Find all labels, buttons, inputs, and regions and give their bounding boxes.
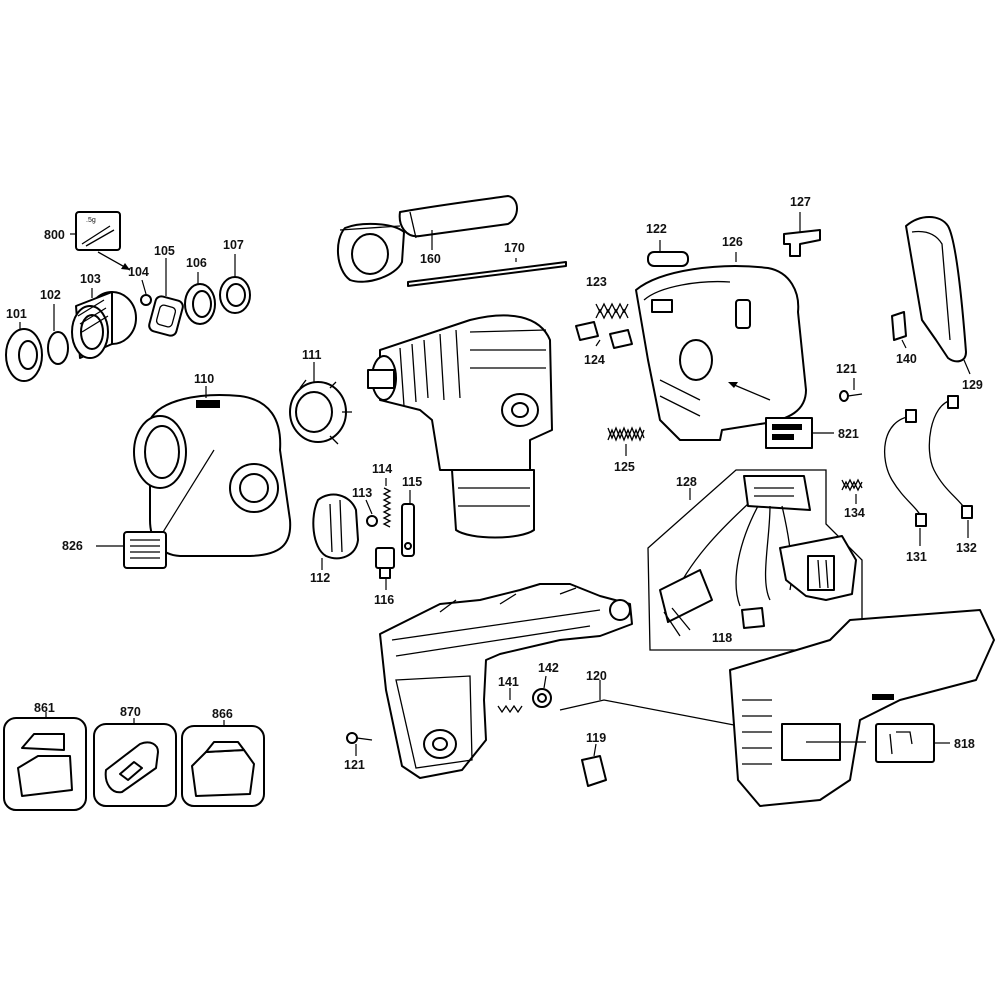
part-800-grease: .5g [70, 211, 131, 271]
label-106: 106 [186, 256, 207, 270]
label-141: 141 [498, 675, 519, 689]
label-101: 101 [6, 307, 27, 321]
label-122: 122 [646, 222, 667, 236]
part-126-housing [635, 252, 807, 441]
part-115-slider [401, 490, 415, 557]
part-101-cap [5, 322, 43, 382]
label-126: 126 [722, 235, 743, 249]
part-120-leaders [559, 680, 761, 731]
part-141-spring [497, 688, 523, 714]
label-127: 127 [790, 195, 811, 209]
label-103: 103 [80, 272, 101, 286]
label-118: 118 [712, 631, 732, 645]
part-160-side-handle [337, 195, 518, 283]
label-128: 128 [676, 475, 697, 489]
label-170: 170 [504, 241, 525, 255]
label-142: 142 [538, 661, 559, 675]
part-128-switch-assembly [647, 469, 863, 651]
part-170-depth-rod [407, 258, 567, 287]
part-129-handle-cover [905, 216, 971, 375]
label-800: 800 [44, 228, 65, 242]
label-129: 129 [962, 378, 983, 392]
label-818: 818 [954, 737, 975, 751]
label-113: 113 [352, 486, 372, 500]
part-102-ring [47, 304, 69, 365]
label-124: 124 [584, 353, 605, 367]
label-870: 870 [120, 705, 141, 719]
part-132-wire [928, 395, 973, 538]
label-861: 861 [34, 701, 55, 715]
label-102: 102 [40, 288, 61, 302]
label-826: 826 [62, 539, 83, 553]
label-132: 132 [956, 541, 977, 555]
part-142-bushing [532, 675, 552, 708]
label-115: 115 [402, 475, 422, 489]
part-111-collar [289, 362, 352, 445]
part-131-wire [883, 409, 927, 546]
label-111: 111 [302, 348, 322, 362]
part-119-block [581, 743, 607, 787]
part-121-screw-bottom [346, 732, 373, 756]
label-104: 104 [128, 265, 149, 279]
part-134-spring [841, 478, 863, 504]
part-122-bumper [647, 240, 689, 267]
grease-tag: .5g [86, 217, 96, 224]
label-120: 120 [586, 669, 607, 683]
part-110-gear-housing [133, 386, 292, 557]
part-105-plate [148, 258, 184, 337]
part-114-spring [382, 478, 392, 528]
part-866-battery [181, 720, 265, 807]
part-818-label [875, 723, 950, 763]
part-106-ring [184, 272, 216, 325]
part-826-label [96, 531, 167, 569]
part-121-screw-top [839, 378, 863, 402]
part-125-spring [607, 426, 645, 456]
label-116: 116 [374, 593, 394, 607]
label-112: 112 [310, 571, 330, 585]
label-121-top: 121 [836, 362, 857, 376]
label-121-bottom: 121 [344, 758, 365, 772]
label-866: 866 [212, 707, 233, 721]
part-140-pad [891, 311, 907, 349]
part-124-pads [575, 321, 633, 349]
label-107: 107 [223, 238, 244, 252]
part-821-label [765, 417, 834, 449]
part-103-chuck-sleeve [71, 288, 137, 359]
label-110: 110 [194, 372, 214, 386]
part-104-ball [140, 279, 152, 306]
part-number-labels: 800 104 105 106 107 103 102 101 110 826 … [6, 195, 983, 772]
part-113-pin [365, 499, 378, 527]
label-131: 131 [906, 550, 927, 564]
part-127-clip [783, 212, 821, 257]
label-105: 105 [154, 244, 175, 258]
label-140: 140 [896, 352, 917, 366]
part-107-washer [219, 254, 251, 314]
housing-right [729, 609, 995, 807]
part-870-charger [93, 718, 177, 807]
label-125: 125 [614, 460, 635, 474]
motor-mechanism-assembly [367, 314, 553, 539]
part-120-housing-left [379, 583, 633, 779]
label-119: 119 [586, 731, 606, 745]
label-160: 160 [420, 252, 441, 266]
label-114: 114 [372, 462, 392, 476]
label-821: 821 [838, 427, 859, 441]
part-123-spring [595, 302, 629, 320]
label-123: 123 [586, 275, 607, 289]
part-861-kit-box [3, 712, 87, 811]
part-116-latch [375, 547, 395, 590]
label-134: 134 [844, 506, 865, 520]
part-112-selector-knob [312, 493, 359, 570]
